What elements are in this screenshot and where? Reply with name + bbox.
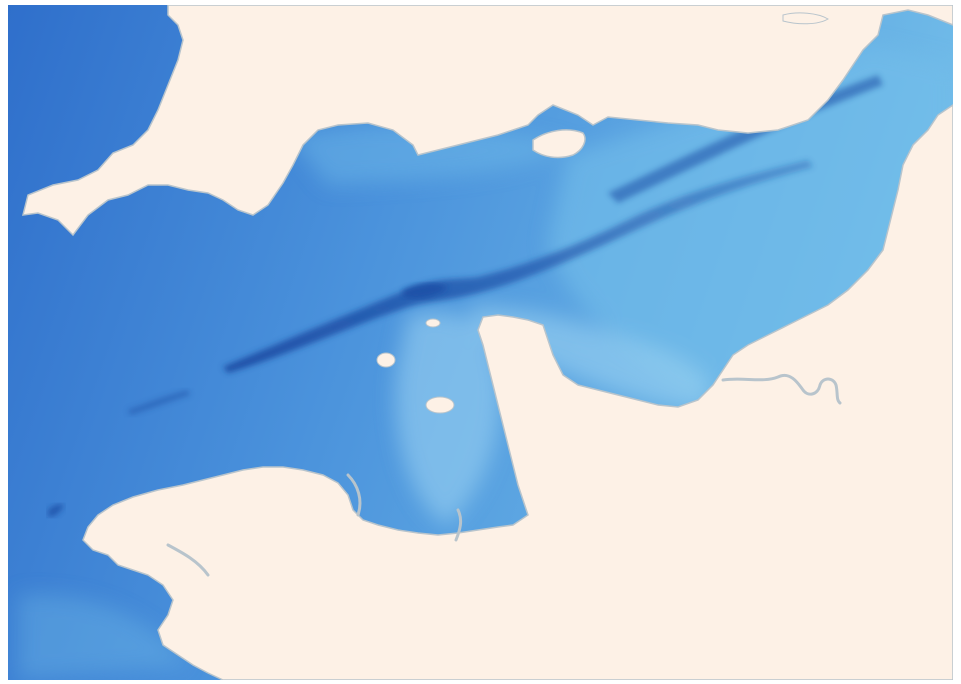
river-estuary-1 (166, 543, 210, 577)
river-estuary-3 (454, 508, 463, 542)
land-france (82, 104, 953, 680)
rivers (166, 374, 842, 577)
land-islet-ne (782, 12, 829, 25)
land-isle-of-wight (532, 129, 586, 159)
bathymetry-map[interactable] (8, 5, 953, 680)
river-seine (721, 374, 842, 405)
shallow-zone-sw (18, 594, 188, 680)
land-island-guernsey (376, 352, 396, 368)
river-estuary-2 (346, 473, 362, 517)
shallow-zone-north (288, 124, 568, 185)
land-masses (22, 5, 953, 680)
shallow-zone-gulf (395, 311, 501, 525)
land-island-alderney (425, 318, 441, 328)
land-south-england (22, 5, 953, 237)
land-island-jersey (425, 396, 455, 414)
